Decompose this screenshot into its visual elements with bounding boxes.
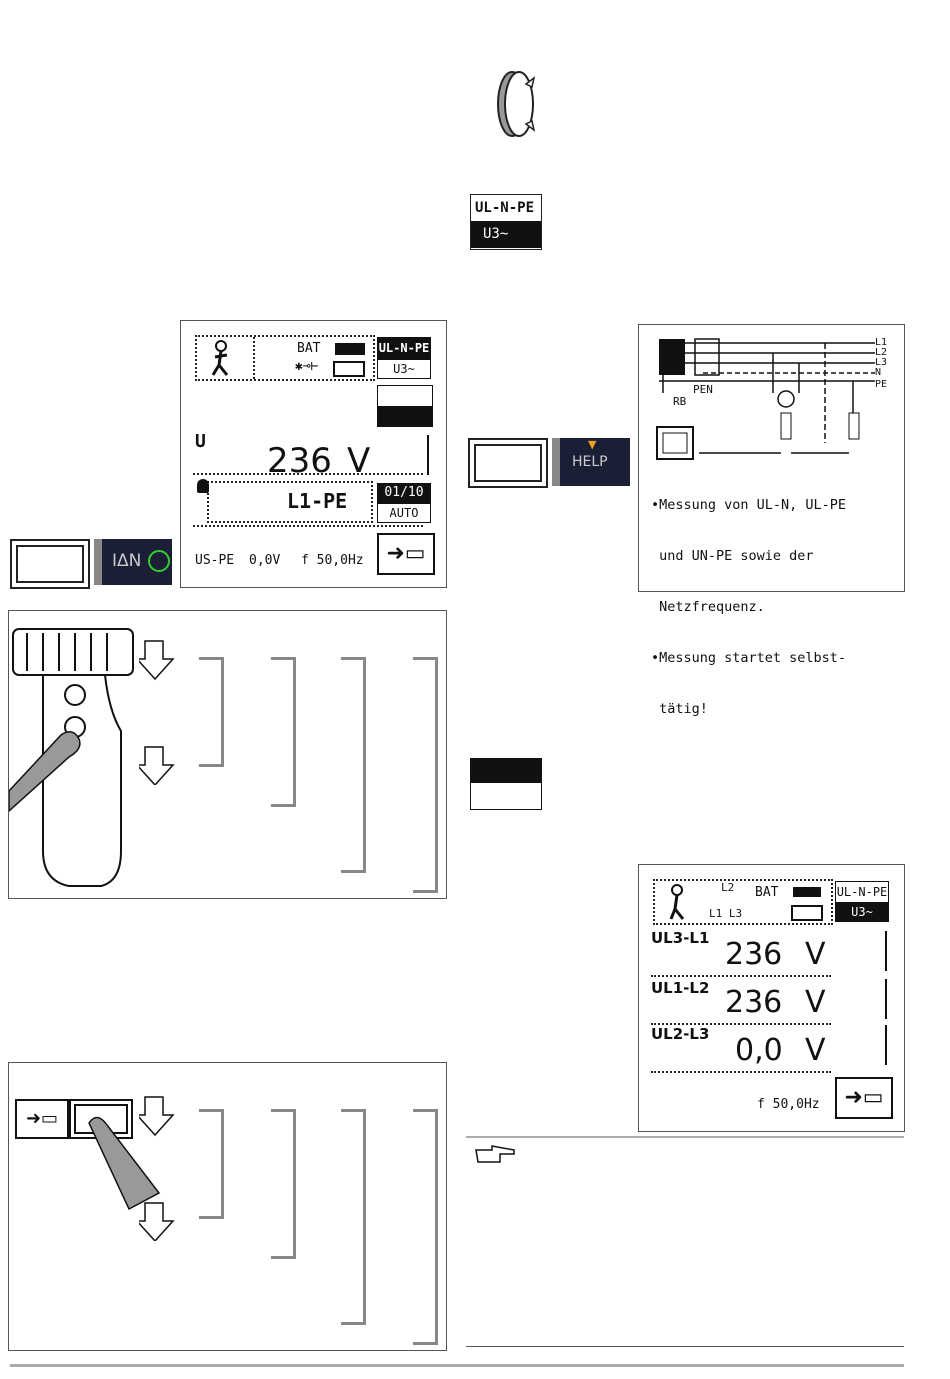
probe-label: L1-PE [287, 489, 348, 513]
bluetooth-icon: ✱⊸⊢ [295, 359, 319, 374]
u-label: U [195, 431, 206, 452]
help-text: •Messung von UL-N, UL-PE und UN-PE sowie… [651, 463, 846, 752]
page-footer-rule [10, 1364, 904, 1367]
func-bottom-label: U3~ [835, 902, 889, 922]
row-label: UL1-L2 [651, 979, 710, 997]
idn-key[interactable]: IΔN [94, 539, 172, 585]
battery-icon [793, 887, 821, 897]
battery-label: BAT [755, 885, 779, 900]
row-value: 0,0 [735, 1033, 783, 1068]
help-line: Netzfrequenz. [651, 599, 765, 615]
counter-label: 01/10 [377, 483, 431, 503]
probe-selection: L1-PE [197, 479, 373, 523]
row-unit: V [805, 1033, 826, 1068]
footer-left: US-PE [195, 553, 235, 568]
test-probe-illustration [9, 628, 134, 887]
help-line: •Messung startet selbst- [651, 650, 847, 666]
person-icon [669, 884, 685, 920]
help-triangle-icon: ▼ [588, 438, 597, 451]
battery-label: BAT [297, 341, 321, 356]
diagram-label-l2: L2 [875, 347, 888, 358]
row-unit: V [805, 937, 826, 972]
phase-label-top: L2 [721, 881, 735, 894]
row-label: UL3-L1 [651, 929, 710, 947]
main-unit: V [347, 441, 371, 481]
row-value: 236 [725, 985, 783, 1020]
procedure-panel-2: ➜▭ [8, 1062, 447, 1351]
finger-icon [88, 1116, 161, 1211]
row-value: 236 [725, 937, 783, 972]
diagram-label-pen: PEN [693, 383, 713, 396]
diagram-label-rb: RB [673, 395, 687, 408]
help-screen: L1 L2 L3 N PE PEN RB •Messung von UL-N, … [638, 324, 905, 717]
auto-label: AUTO [377, 503, 431, 523]
help-key-label: HELP [572, 454, 608, 470]
save-key-icon: ➜▭ [15, 1099, 69, 1139]
arrow-icons [139, 640, 175, 785]
memory-icon [333, 361, 365, 377]
function-icon-bottom: U3~ [471, 221, 541, 248]
diagram-label-pe: PE [875, 379, 888, 390]
func-top-label: UL-N-PE [835, 881, 889, 903]
diagram-label-l1: L1 [875, 337, 888, 348]
freq-label: f 50,0Hz [757, 1097, 820, 1112]
power-icon [148, 550, 170, 572]
save-icon: ➜▭ [835, 1077, 893, 1119]
main-value: 236 [267, 441, 332, 481]
wiring-diagram [656, 338, 875, 460]
procedure-panel-1 [8, 610, 447, 899]
help-softkey[interactable] [468, 438, 548, 488]
function-icon-top: UL-N-PE [475, 200, 535, 216]
func-top-label: UL-N-PE [377, 337, 431, 359]
hand-pointer-icon [475, 1145, 515, 1163]
row-unit: V [805, 985, 826, 1020]
measurement-screen: BAT ✱⊸⊢ UL-N-PE U3~ U 236 V L1-PE 01/10 … [180, 320, 447, 588]
function-icon: UL-N-PE U3~ [470, 194, 542, 250]
info-icon [197, 479, 209, 493]
memory-icon [791, 905, 823, 921]
help-line: und UN-PE sowie der [651, 548, 814, 564]
battery-icon [335, 343, 365, 355]
probe-icon [377, 385, 433, 427]
help-key[interactable]: ▼ HELP [552, 438, 630, 486]
note-divider-bottom [466, 1346, 904, 1347]
status-bar-2: L2 L1 L3 BAT [653, 879, 833, 925]
footer-freq: f 50,0Hz [301, 553, 364, 568]
help-line: tätig! [651, 701, 708, 717]
arrow-icons [139, 1096, 175, 1241]
footer-value: 0,0V [249, 553, 281, 568]
status-bar: BAT ✱⊸⊢ [195, 335, 375, 381]
three-phase-screen: L2 L1 L3 BAT UL-N-PE U3~ UL3-L1 236 V UL… [638, 864, 905, 1132]
func-bottom-label: U3~ [377, 359, 431, 379]
rotary-selector-icon [497, 71, 536, 137]
softkey-button[interactable] [10, 539, 90, 589]
help-line: •Messung von UL-N, UL-PE [651, 497, 847, 513]
person-icon [211, 340, 229, 376]
save-icon: ➜▭ [377, 533, 435, 575]
diagram-label-l3: L3 [875, 357, 888, 368]
note-divider-top [466, 1136, 904, 1138]
phase-label-bottom: L1 L3 [709, 907, 743, 920]
diagram-label-n: N [875, 367, 882, 378]
row-label: UL2-L3 [651, 1025, 710, 1043]
idn-key-label: IΔN [112, 551, 142, 571]
probe-mode-icon [470, 758, 542, 810]
